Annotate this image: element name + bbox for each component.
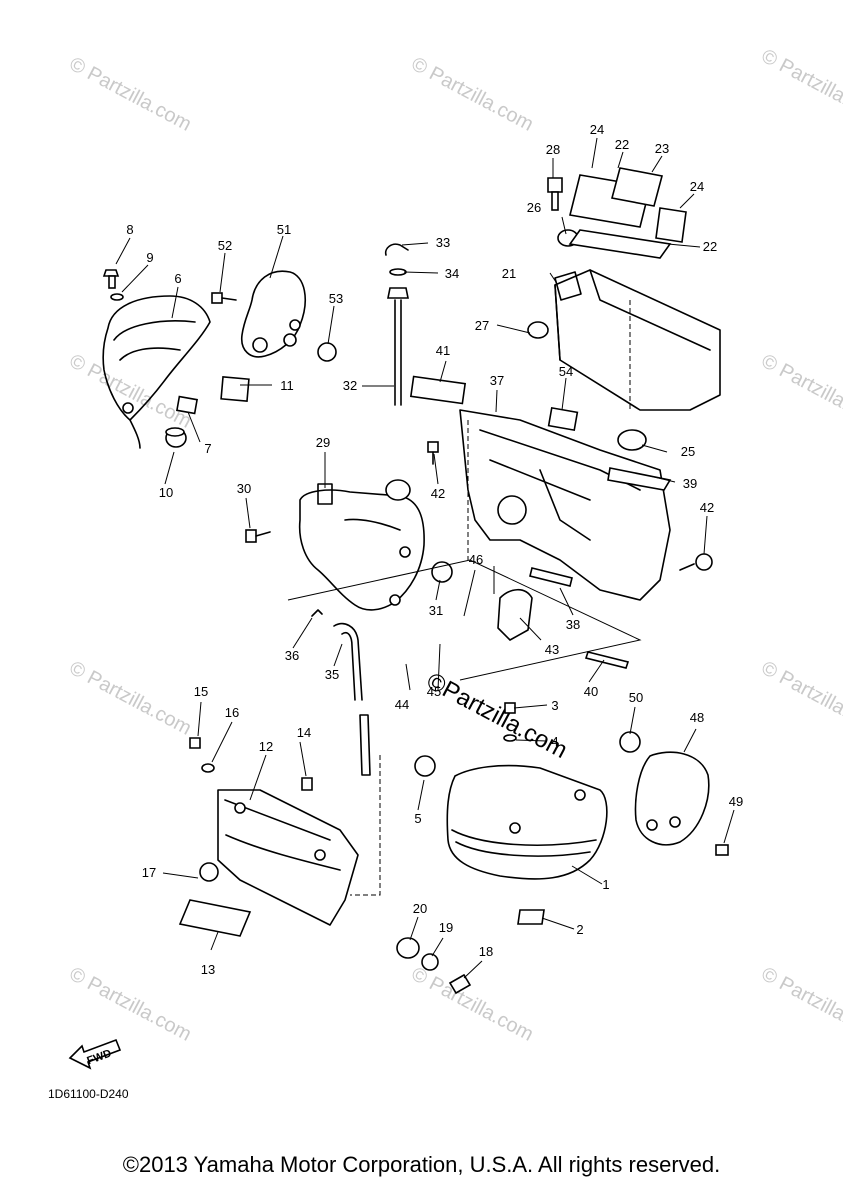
callout-32: 32 [343,378,357,393]
callout-39: 39 [683,476,697,491]
part-breather-hose [384,243,409,406]
callout-18: 18 [479,944,493,959]
callout-54: 54 [559,364,573,379]
callout-22: 22 [615,137,629,152]
watermark: © Partzilla.com [408,53,537,136]
watermark: © Partzilla.com [66,53,195,136]
watermark: © Partzilla.com [66,963,195,1046]
callout-40: 40 [584,684,598,699]
callout-31: 31 [429,603,443,618]
callout-42: 42 [700,500,714,515]
callout-45: 45 [427,684,441,699]
callout-25: 25 [681,444,695,459]
callout-21: 21 [502,266,516,281]
part-cover-12 [178,737,472,995]
watermark: © Partzilla.com [758,350,843,433]
callout-17: 17 [142,865,156,880]
callout-43: 43 [545,642,559,657]
callout-29: 29 [316,435,330,450]
callout-26: 26 [527,200,541,215]
watermark: © Partzilla.com [66,657,195,740]
callout-37: 37 [490,373,504,388]
callout-53: 53 [329,291,343,306]
callout-30: 30 [237,481,251,496]
callout-50: 50 [629,690,643,705]
callout-36: 36 [285,648,299,663]
callout-51: 51 [277,222,291,237]
part-cover-48 [619,731,729,856]
callout-52: 52 [218,238,232,253]
callout-9: 9 [146,250,153,265]
callout-42: 42 [431,486,445,501]
callout-7: 7 [204,441,211,456]
callout-6: 6 [174,271,181,286]
callout-34: 34 [445,266,459,281]
part-oil-tank [245,479,453,611]
callout-24: 24 [690,179,704,194]
callout-41: 41 [436,343,450,358]
callout-11: 11 [280,378,294,393]
callout-49: 49 [729,794,743,809]
parts-diagram: © Partzilla.com © Partzilla.com © Partzi… [48,45,843,1101]
watermark: © Partzilla.com [758,963,843,1046]
diagram-code: 1D61100-D240 [48,1087,129,1101]
callout-23: 23 [655,141,669,156]
callout-35: 35 [325,667,339,682]
callout-15: 15 [194,684,208,699]
callout-38: 38 [566,617,580,632]
callout-33: 33 [436,235,450,250]
callout-2: 2 [576,922,583,937]
callout-27: 27 [475,318,489,333]
leader-lines [115,137,735,979]
part-left-cover [102,269,250,449]
callout-4: 4 [551,734,558,749]
watermark: © Partzilla.com [758,657,843,740]
watermark-center: ©Partzilla.com [422,667,572,764]
callout-5: 5 [414,811,421,826]
callout-labels: 1 2 3 4 5 6 7 8 9 10 11 12 13 14 15 16 1… [126,122,743,977]
watermarks: © Partzilla.com © Partzilla.com © Partzi… [66,45,843,1046]
callout-19: 19 [439,920,453,935]
part-frame-37 [287,375,713,681]
callout-10: 10 [159,485,173,500]
callout-12: 12 [259,739,273,754]
callout-14: 14 [297,725,311,740]
callout-22: 22 [703,239,717,254]
callout-13: 13 [201,962,215,977]
watermark: © Partzilla.com [758,45,843,128]
callout-28: 28 [546,142,560,157]
fwd-arrow-icon: FWD [68,1038,122,1070]
watermark: © Partzilla.com [408,963,537,1046]
part-side-cover [414,702,608,925]
callout-3: 3 [551,698,558,713]
part-battery-box [527,167,721,451]
callout-1: 1 [602,877,609,892]
part-hose-35 [311,609,371,776]
callout-48: 48 [690,710,704,725]
callout-46: 46 [469,552,483,567]
callout-24: 24 [590,122,604,137]
callout-8: 8 [126,222,133,237]
callout-16: 16 [225,705,239,720]
copyright-notice: ©2013 Yamaha Motor Corporation, U.S.A. A… [122,1152,721,1177]
callout-20: 20 [413,901,427,916]
part-bracket-51 [211,270,337,362]
callout-44: 44 [395,697,409,712]
